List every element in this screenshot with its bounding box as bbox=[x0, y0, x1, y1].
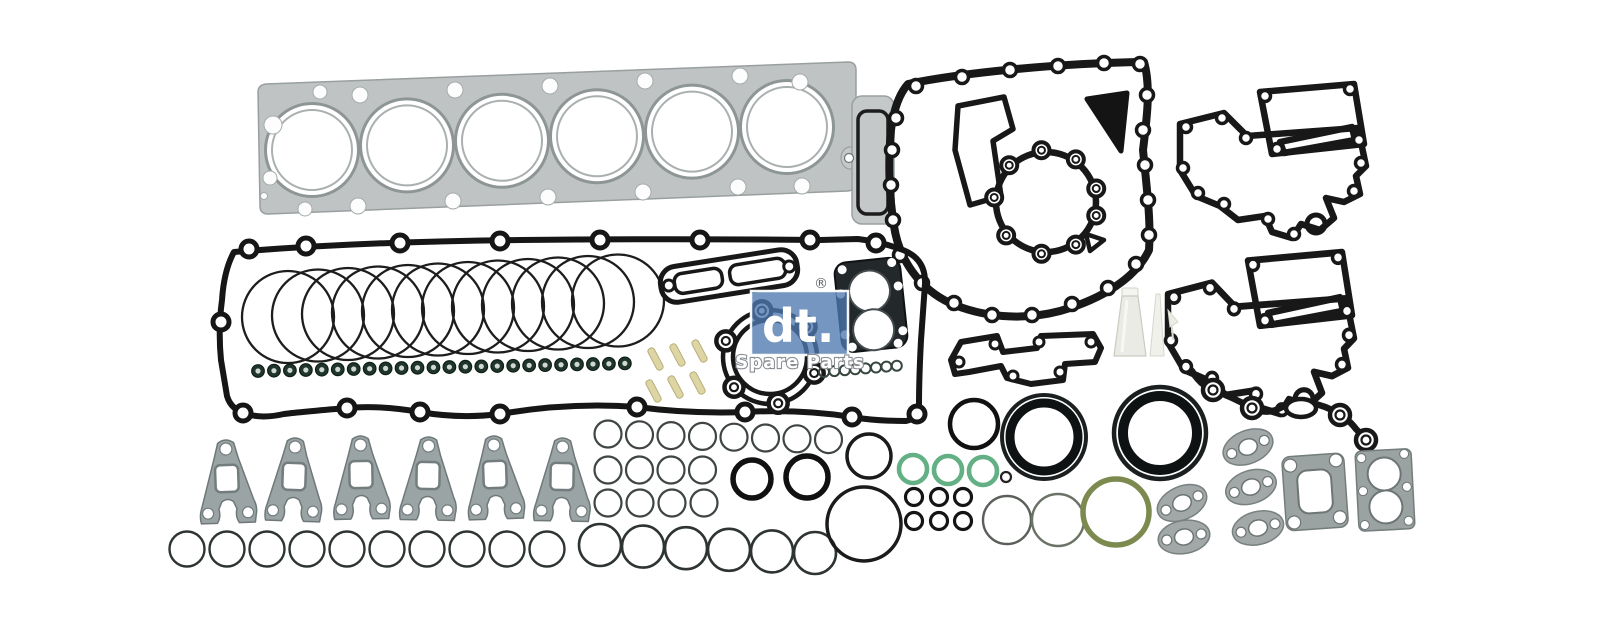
crankshaft-seal-left bbox=[1000, 393, 1088, 481]
oil-pipe-flange-gasket bbox=[1188, 367, 1379, 453]
head-gasket-bolt-holes bbox=[260, 67, 811, 217]
valve-stem-seals bbox=[251, 356, 632, 378]
oval-flange-gaskets bbox=[1150, 421, 1288, 559]
cylinder-bores bbox=[264, 79, 835, 198]
dt-watermark: dt. ® Spare Parts bbox=[734, 276, 865, 374]
applicator-nozzle bbox=[1149, 293, 1179, 357]
cylinder-head-gasket bbox=[257, 61, 857, 217]
turbocharger-mount-gasket bbox=[833, 256, 909, 353]
turbo-twin-port-gasket bbox=[1354, 448, 1416, 532]
sealant-tube bbox=[1113, 287, 1147, 357]
oil-filter-housing-gasket bbox=[948, 331, 1104, 387]
exhaust-manifold-gaskets bbox=[196, 433, 593, 526]
oil-cooler-gasket-bottom bbox=[1166, 252, 1355, 416]
crankshaft-seal-right bbox=[1111, 384, 1209, 482]
dt-logo-text: dt. bbox=[762, 299, 834, 353]
valve-cover-bolt-tabs bbox=[210, 229, 928, 428]
oil-cooler-gasket-top bbox=[1178, 84, 1367, 240]
water-pump-gasket bbox=[984, 140, 1107, 264]
intake-flange-gasket bbox=[657, 247, 801, 305]
turbo-square-gasket bbox=[1281, 452, 1349, 532]
sealing-rings bbox=[168, 359, 1152, 576]
dt-tagline: Spare Parts bbox=[735, 352, 864, 373]
piston-ring-stack bbox=[240, 253, 666, 365]
timing-case-cover-gasket bbox=[882, 54, 1158, 324]
inner-cover-gasket bbox=[952, 94, 1016, 208]
registered-mark: ® bbox=[814, 276, 828, 292]
cover-flap-solid bbox=[1084, 90, 1130, 154]
dt-logo-square bbox=[749, 289, 850, 357]
dowel-pins bbox=[645, 339, 708, 403]
valve-cover-gasket bbox=[210, 229, 929, 428]
